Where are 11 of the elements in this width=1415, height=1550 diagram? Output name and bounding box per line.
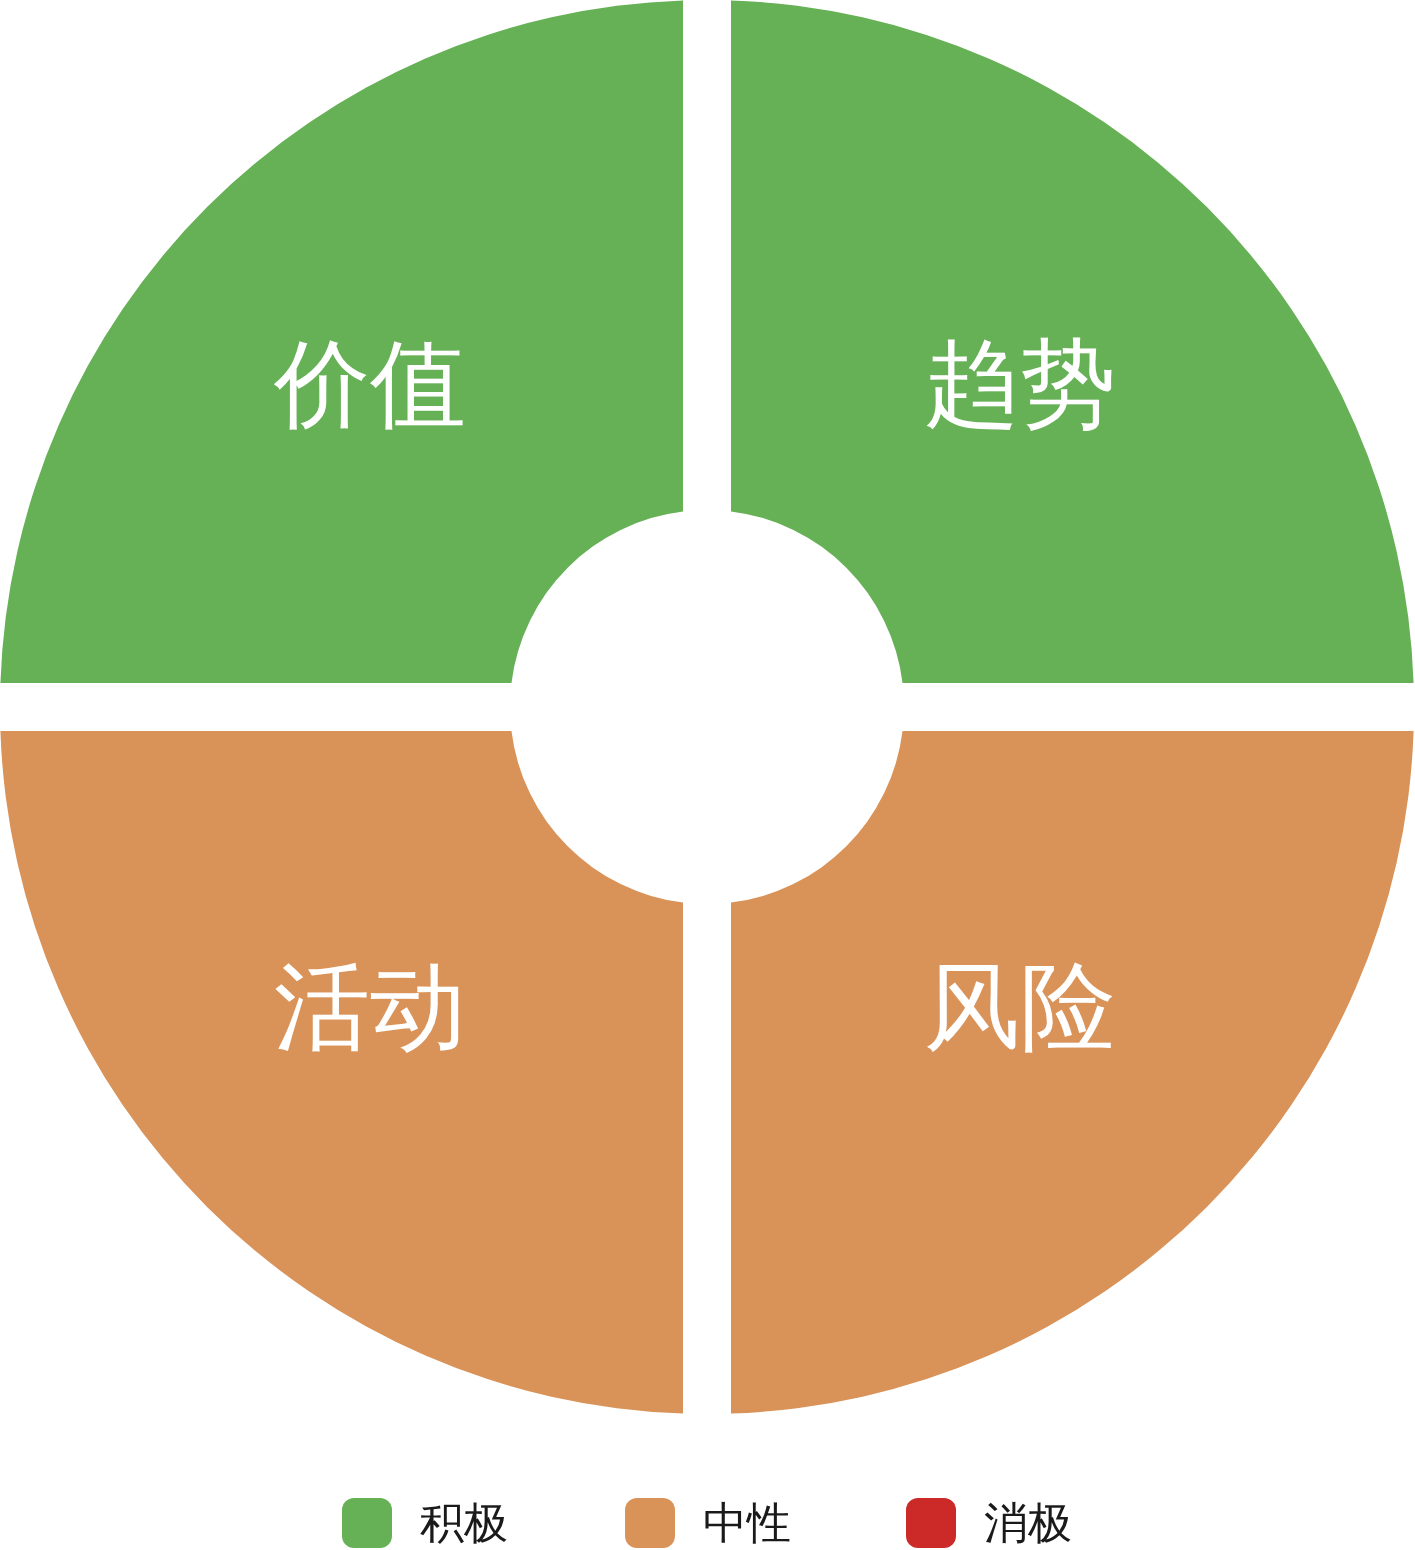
segment-label: 价值 <box>274 332 466 438</box>
ring-segment <box>0 0 683 683</box>
legend-label: 积极 <box>420 1498 508 1548</box>
segment-label: 趋势 <box>924 332 1116 438</box>
segment-label: 风险 <box>924 955 1116 1061</box>
ring-segment <box>731 0 1414 683</box>
segment-label: 活动 <box>274 955 466 1061</box>
ring-segment <box>0 731 683 1414</box>
legend-label: 消极 <box>984 1498 1072 1548</box>
legend-label: 中性 <box>703 1498 791 1548</box>
ring-segment <box>731 731 1414 1414</box>
